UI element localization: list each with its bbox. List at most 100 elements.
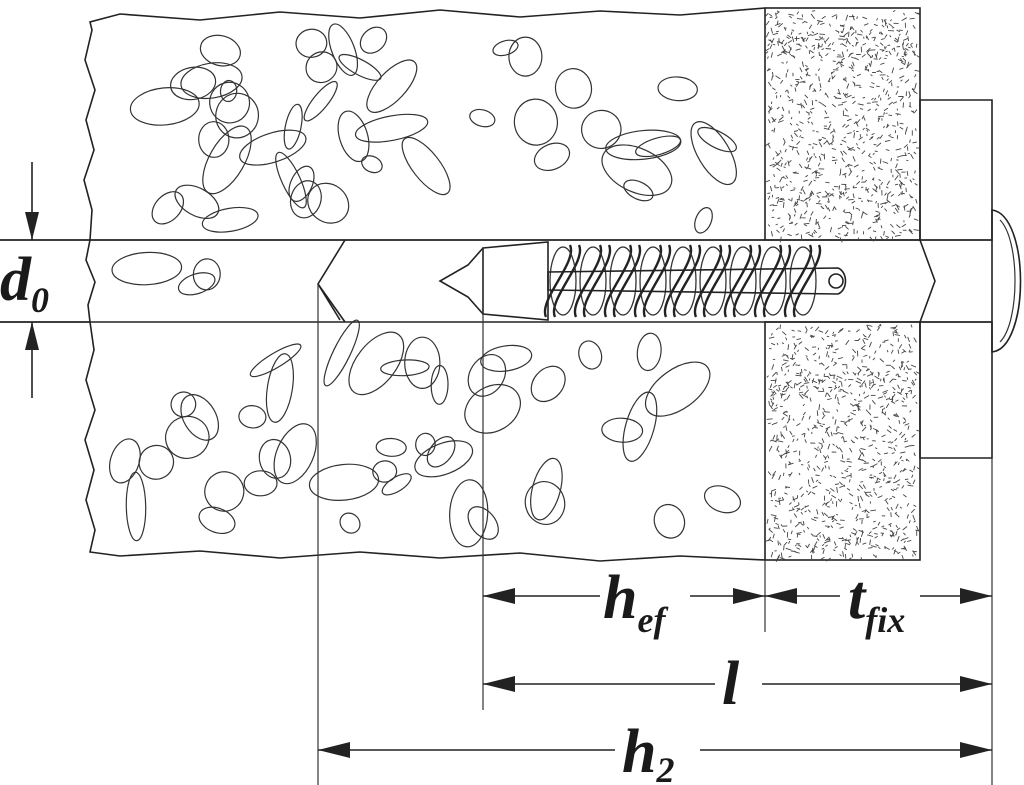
plug-anchor: [438, 241, 847, 321]
dimension-tfix: tfix: [765, 564, 992, 640]
pebble: [138, 444, 175, 480]
pebble: [524, 481, 566, 525]
pebble: [530, 457, 563, 521]
arrow-right-icon: [733, 588, 765, 604]
arrow-left-icon: [318, 742, 350, 758]
pebble: [180, 62, 243, 100]
aggregate-pebbles-middle: [111, 251, 221, 296]
aggregate-pebbles-bottom: [109, 319, 742, 548]
pebble: [308, 463, 380, 501]
label-h2-main: h: [622, 718, 656, 785]
pebble: [623, 179, 654, 202]
pebble: [219, 79, 238, 103]
pebble: [622, 391, 658, 462]
pebble: [464, 383, 521, 434]
pebble: [581, 109, 622, 150]
pebble: [288, 165, 315, 202]
pebble: [554, 68, 593, 109]
pebble: [372, 460, 398, 483]
pebble: [201, 206, 259, 233]
pebble: [198, 121, 230, 158]
pebble: [703, 485, 742, 514]
label-hef-main: h: [603, 564, 637, 632]
aggregate-pebbles-top: [129, 23, 737, 234]
pebble: [199, 34, 241, 67]
pebble: [375, 437, 407, 457]
pebble: [636, 332, 662, 372]
pebble: [657, 76, 698, 102]
pebble: [414, 440, 474, 478]
pebble: [249, 343, 302, 378]
pebble: [578, 340, 603, 370]
pebble: [265, 353, 294, 423]
pebble: [361, 155, 383, 174]
svg-text:d0: d0: [0, 246, 49, 320]
pebble: [238, 405, 267, 429]
arrow-up-icon: [25, 322, 39, 350]
label-d0-main: d: [0, 246, 32, 314]
pebble: [204, 471, 245, 512]
pebble: [381, 473, 412, 496]
label-tfix-main: t: [848, 564, 867, 632]
pebble: [480, 344, 533, 372]
arrow-right-icon: [960, 588, 992, 604]
pebble: [601, 144, 673, 197]
pebble: [164, 415, 210, 459]
pebble: [508, 36, 543, 77]
pebble: [404, 336, 441, 389]
label-hef-sub: ef: [637, 600, 668, 640]
pebble: [469, 108, 496, 128]
arrow-right-icon: [960, 742, 992, 758]
svg-text:h2: h2: [622, 718, 674, 785]
pebble: [125, 471, 147, 542]
fixture-part: [919, 99, 993, 459]
pebble: [192, 258, 221, 291]
pebble: [109, 438, 141, 484]
dimension-l: l: [483, 650, 992, 718]
pebble: [366, 59, 418, 113]
arrow-left-icon: [483, 676, 515, 692]
pebble: [533, 142, 571, 172]
arrow-right-icon: [960, 676, 992, 692]
pebble: [328, 23, 359, 77]
pebble: [170, 391, 197, 418]
pebble: [430, 364, 449, 405]
dimension-d0: d0: [0, 162, 90, 398]
pebble: [348, 331, 405, 396]
pebble: [339, 512, 361, 534]
pebble: [415, 432, 436, 457]
drill-hole-conical-end: [317, 239, 346, 323]
pebble: [303, 80, 338, 122]
pebble: [151, 191, 185, 225]
svg-text:tfix: tfix: [848, 564, 905, 640]
pebble: [239, 129, 307, 166]
pebble: [467, 354, 507, 397]
pebble: [694, 207, 713, 234]
pebble: [530, 365, 566, 403]
pebble: [401, 136, 451, 196]
pebble: [275, 151, 307, 209]
pebble: [337, 110, 370, 163]
concrete-bottom-outline: [84, 321, 766, 562]
pebble: [323, 319, 360, 387]
arrow-left-icon: [765, 588, 797, 604]
extension-lines: [317, 248, 993, 785]
pebble: [697, 126, 737, 153]
pebble: [180, 394, 220, 441]
label-l: l: [722, 650, 740, 718]
label-d0-sub: 0: [31, 280, 49, 320]
pebble: [690, 121, 737, 186]
pebble: [295, 28, 328, 58]
pebble: [209, 81, 251, 124]
label-tfix-sub: fix: [865, 600, 905, 640]
pebble: [354, 113, 429, 143]
pebble: [605, 129, 682, 161]
pebble: [174, 184, 220, 220]
concrete-left-middle-edge: [85, 239, 96, 323]
svg-text:hef: hef: [603, 564, 668, 640]
pebble: [198, 506, 236, 535]
pebble: [202, 125, 252, 195]
pebble: [338, 53, 382, 81]
dimension-hef: hef: [483, 564, 765, 640]
pebble: [601, 417, 644, 443]
